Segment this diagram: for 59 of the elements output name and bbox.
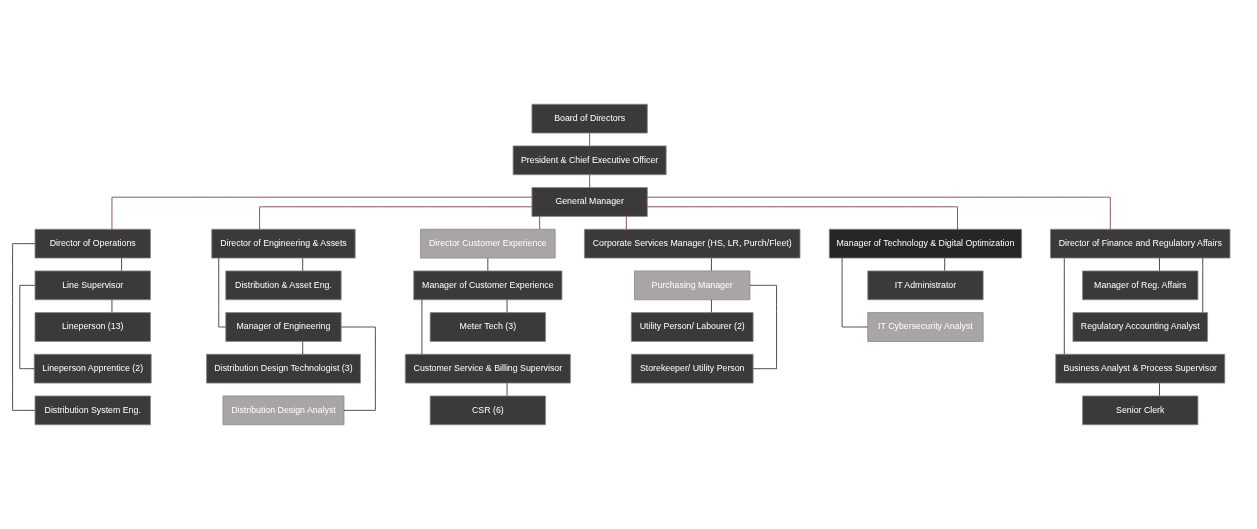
node-box: General Manager [531,187,648,217]
connector [121,257,122,272]
connector [506,299,508,313]
connector [1202,257,1204,313]
node-box: Lineperson Apprentice (2) [33,353,152,384]
node-box: Director of Finance and Regulatory Affairs [1050,228,1231,259]
node-box: Business Analyst & Process Supervisor [1055,353,1226,384]
connector [711,257,712,272]
node-box: CSR (6) [429,395,546,426]
node-box: Distribution System Eng. [34,395,151,426]
node-box: Line Supervisor [34,270,151,301]
node-box: Director Customer Experience [420,228,556,259]
node-box: Director of Operations [34,228,151,259]
node-box: Director of Engineering & Assets [211,228,356,259]
node-box: Storekeeper/ Utility Person [630,353,754,384]
connector [19,284,36,370]
node-box: Corporate Services Manager (HS, LR, Purch/Fleet) [584,228,801,259]
connector [1159,382,1160,397]
connector [1159,257,1160,272]
connector [111,299,113,313]
node-box: IT Administrator [867,270,984,301]
connector [341,326,376,411]
connector [111,196,533,230]
connector [589,174,591,188]
connector [589,132,591,147]
node-box: Distribution & Asset Eng. [225,270,342,301]
connector [1063,257,1065,355]
connector [646,196,1111,230]
node-box: Manager of Engineering [225,312,342,342]
connector [218,257,227,328]
node-box: IT Cybersecurity Analyst [867,312,984,342]
connector [841,257,868,328]
node-box: Manager of Reg. Affairs [1082,270,1199,301]
node-box: Utility Person/ Labourer (2) [630,312,754,342]
node-box: Senior Clerk [1082,395,1199,426]
node-box: Board of Directors [531,103,648,134]
node-box: Purchasing Manager [634,270,751,301]
node-box: Regulatory Accounting Analyst [1072,312,1208,342]
node-box: Distribution Design Analyst [222,395,345,426]
connector [259,206,533,230]
node-box: President & Chief Executive Officer [512,145,667,176]
connector [647,206,958,230]
node-box: Lineperson (13) [34,312,151,342]
node-box: Customer Service & Billing Supervisor [404,353,571,384]
node-box: Manager of Technology & Digital Optimization [828,228,1022,259]
connector [487,257,489,272]
connector [506,382,508,397]
connector [944,257,946,272]
node-box: Meter Tech (3) [429,312,546,342]
connector [749,284,777,370]
node-box: Distribution Design Technologist (3) [206,353,361,384]
node-box: Manager of Customer Experience [413,270,563,301]
connector [302,257,304,272]
connector [421,299,423,355]
connector [711,299,712,313]
connector [12,243,36,411]
connector [539,216,541,230]
connector [302,341,304,355]
connector [625,216,627,230]
